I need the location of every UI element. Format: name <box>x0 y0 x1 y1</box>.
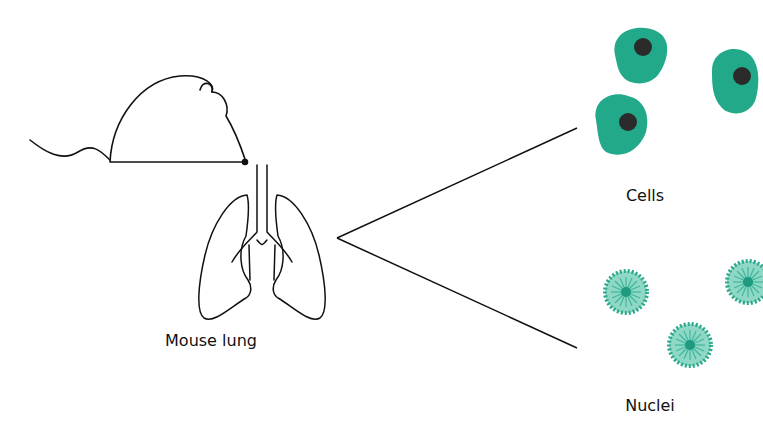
cell-blobs <box>595 28 758 155</box>
node-label: Cells <box>626 186 664 205</box>
lung-outline <box>199 165 325 319</box>
mouse-outline <box>30 76 248 165</box>
lung-node: Mouse lung <box>145 160 337 360</box>
node-label: Nuclei <box>625 396 675 415</box>
cells-node: Cells <box>577 20 763 210</box>
nuclei-node: Nuclei <box>577 250 763 425</box>
connector-line <box>337 128 577 238</box>
node-label: Mouse lung <box>165 331 257 350</box>
connector-line <box>337 238 577 348</box>
nucleus-icons <box>605 261 763 366</box>
